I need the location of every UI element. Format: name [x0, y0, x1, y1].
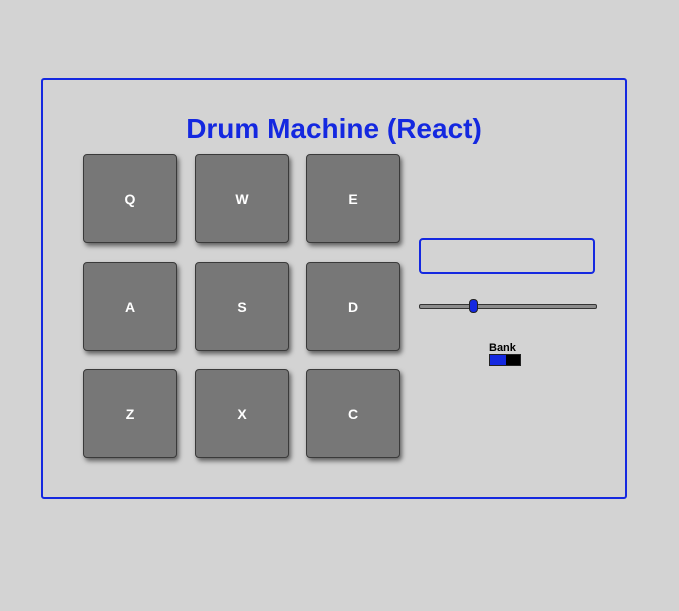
drum-machine: Drum Machine (React) Q W E A S D Z X C B…: [41, 78, 627, 499]
drum-pad-s[interactable]: S: [195, 262, 289, 351]
display-screen: [419, 238, 595, 274]
pad-bank: Q W E A S D Z X C: [83, 154, 403, 462]
volume-slider[interactable]: [419, 299, 597, 313]
drum-pad-z[interactable]: Z: [83, 369, 177, 458]
bank-toggle[interactable]: [489, 354, 521, 366]
volume-track: [419, 304, 597, 309]
bank-label: Bank: [489, 342, 516, 354]
drum-pad-a[interactable]: A: [83, 262, 177, 351]
drum-pad-x[interactable]: X: [195, 369, 289, 458]
drum-pad-w[interactable]: W: [195, 154, 289, 243]
drum-pad-c[interactable]: C: [306, 369, 400, 458]
bank-control: Bank: [489, 342, 525, 366]
drum-pad-d[interactable]: D: [306, 262, 400, 351]
volume-thumb[interactable]: [469, 299, 478, 313]
page-title: Drum Machine (React): [186, 113, 482, 144]
bank-toggle-knob: [490, 355, 506, 365]
drum-pad-q[interactable]: Q: [83, 154, 177, 243]
drum-pad-e[interactable]: E: [306, 154, 400, 243]
